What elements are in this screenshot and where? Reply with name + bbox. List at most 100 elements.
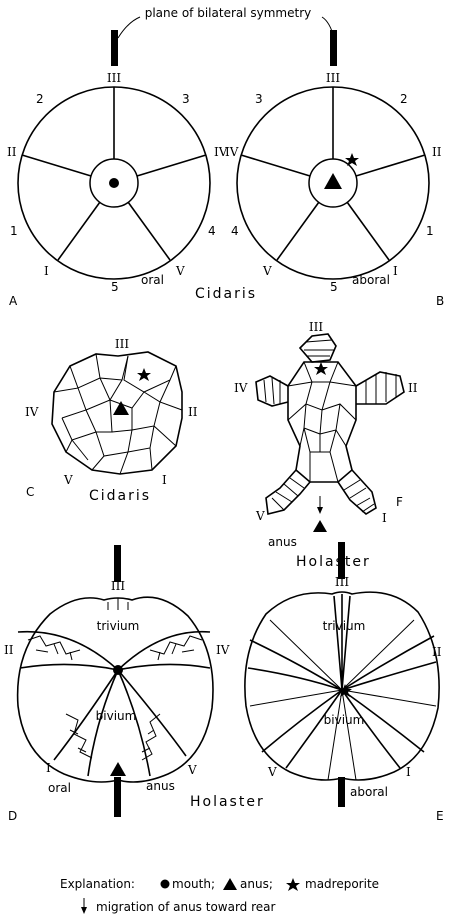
legend: Explanation: mouth; anus; madreporite mi… xyxy=(60,877,379,914)
bivium-label-e: bivium xyxy=(324,713,365,727)
plate-c-13 xyxy=(66,440,152,474)
amb-label-c-I: I xyxy=(162,473,167,487)
plates-f xyxy=(288,362,356,482)
diagram-d: trivium bivium III IV V I II anus oral D… xyxy=(4,545,265,823)
ambulacrum-e-III xyxy=(334,594,350,690)
anus-label-f: anus xyxy=(268,535,297,549)
migration-legend-arrow-head xyxy=(81,907,87,914)
amb-label-d-II: II xyxy=(4,643,14,657)
amb-label-d-IV: IV xyxy=(216,643,230,657)
suture-d-7 xyxy=(118,670,150,776)
amb-label-e-II: II xyxy=(432,645,442,659)
amb-label-d-I: I xyxy=(46,761,51,775)
legend-migration: migration of anus toward rear xyxy=(96,900,276,914)
suture-d-2 xyxy=(20,664,118,670)
interambulacral-sutures-e xyxy=(250,620,436,780)
amb-label-e-I: I xyxy=(406,765,411,779)
symmetry-bar-e-bottom xyxy=(338,777,345,807)
amb-label-b-IV: IV xyxy=(225,145,239,159)
panel-label-f: F xyxy=(396,495,403,509)
amb-arm-f-II xyxy=(356,372,404,404)
genus-label-holaster-f: Holaster xyxy=(296,554,371,570)
legend-madreporite: madreporite xyxy=(305,877,379,891)
diagram-e: trivium bivium III II I V aboral E xyxy=(245,542,444,823)
panel-label-e: E xyxy=(436,809,444,823)
amb-label-a-V: V xyxy=(175,264,185,278)
suture-a-3 xyxy=(128,202,170,260)
amb-label-c-IV: IV xyxy=(25,405,39,419)
diagram-a: III IV V I II 3 4 5 1 2 oral A xyxy=(7,30,228,308)
mouth-legend-icon xyxy=(161,880,170,889)
genus-label-cidaris-ab: Cidaris xyxy=(195,286,257,302)
diagram-f: III II I V IV F anus xyxy=(234,320,418,549)
plate-c-4 xyxy=(54,388,86,418)
panel-label-c: C xyxy=(26,485,34,499)
amb-label-f-V: V xyxy=(255,509,265,523)
amb-label-f-I: I xyxy=(382,511,387,525)
amb-label-a-I: I xyxy=(44,264,49,278)
suture-b-5 xyxy=(241,155,310,176)
mouth-icon-d xyxy=(113,665,123,675)
genus-label-cidaris-c: Cidaris xyxy=(89,488,151,504)
interamb-label-b-2: 2 xyxy=(400,92,408,106)
suture-b-2 xyxy=(356,155,425,176)
amb-label-d-V: V xyxy=(187,763,197,777)
surface-label-b: aboral xyxy=(352,273,390,287)
amb-label-c-II: II xyxy=(188,405,198,419)
plate-c-3 xyxy=(70,366,100,388)
interamb-label-a-2: 2 xyxy=(36,92,44,106)
suture-b-4 xyxy=(277,202,319,260)
amb-label-b-V: V xyxy=(262,264,272,278)
interamb-label-a-4: 4 xyxy=(208,224,216,238)
interamb-label-b-4: 4 xyxy=(231,224,239,238)
amb-label-c-V: V xyxy=(63,473,73,487)
diagram-b: III II I V IV 2 1 5 4 3 aboral B xyxy=(225,30,444,308)
amb-arm-f-III xyxy=(300,334,336,362)
plate-c-1 xyxy=(96,354,128,380)
interamb-label-a-5: 5 xyxy=(111,280,119,294)
symmetry-bar-d-top xyxy=(114,545,121,582)
amb-label-e-III: III xyxy=(335,575,349,589)
suture-a-4 xyxy=(58,202,100,260)
anus-icon-d xyxy=(110,762,126,776)
apical-outline-f xyxy=(288,362,356,482)
ambulacrum-e-IV xyxy=(248,640,342,690)
interamb-label-b-1: 1 xyxy=(426,224,434,238)
interamb-label-a-3: 3 xyxy=(182,92,190,106)
symmetry-plane-title: plane of bilateral symmetry xyxy=(145,6,312,20)
mouth-icon-a xyxy=(109,178,119,188)
amb-label-c-III: III xyxy=(115,337,129,351)
amb-label-a-II: II xyxy=(7,145,17,159)
madreporite-icon-f xyxy=(314,362,328,375)
suture-a-2 xyxy=(137,155,206,176)
suture-a-5 xyxy=(22,155,91,176)
amb-label-d-III: III xyxy=(111,579,125,593)
genus-label-holaster-d: Holaster xyxy=(190,794,265,810)
anus-icon-f xyxy=(313,520,327,532)
amb-label-b-I: I xyxy=(393,264,398,278)
surface-label-a: oral xyxy=(141,273,164,287)
anus-legend-icon xyxy=(223,878,237,890)
plate-c-11 xyxy=(96,430,132,456)
trivium-label-e: trivium xyxy=(323,619,366,633)
madreporite-icon-c xyxy=(137,368,151,381)
anus-icon-c xyxy=(113,401,129,415)
symmetry-bar-d-bottom xyxy=(114,777,121,817)
madreporite-legend-icon xyxy=(286,878,300,891)
amb-label-a-III: III xyxy=(107,71,121,85)
legend-prefix: Explanation: xyxy=(60,877,135,891)
amb-label-e-V: V xyxy=(267,765,277,779)
amb-label-f-III: III xyxy=(309,320,323,334)
suture-d-4 xyxy=(118,664,210,670)
symmetry-bar-a xyxy=(111,30,118,66)
legend-anus: anus; xyxy=(240,877,273,891)
amb-arm-f-III-plates xyxy=(304,340,334,356)
amb-label-f-II: II xyxy=(408,381,418,395)
migration-arrow-f-head xyxy=(317,507,323,514)
interamb-label-a-1: 1 xyxy=(10,224,18,238)
amb-label-b-III: III xyxy=(326,71,340,85)
pores-d-bivium-left xyxy=(66,714,92,758)
anus-label-d: anus xyxy=(146,779,175,793)
suture-b-3 xyxy=(347,202,389,260)
